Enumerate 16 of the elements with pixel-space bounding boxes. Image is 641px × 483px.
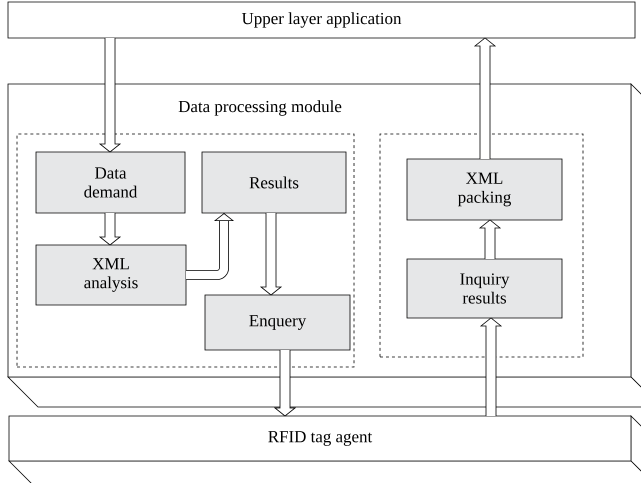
dashed-group (380, 134, 584, 358)
arrow (98, 38, 122, 152)
arrow (260, 212, 282, 296)
process-box: Results (202, 152, 346, 214)
arrow (274, 350, 296, 416)
process-box: Enquery (204, 294, 350, 350)
arrow (474, 37, 496, 160)
layer-box: Upper layer application (8, 2, 636, 38)
process-box: XML analysis (36, 244, 186, 306)
arrow (478, 219, 502, 260)
arrow (98, 212, 122, 246)
process-box: Inquiry results (406, 258, 562, 318)
arrow (480, 317, 502, 416)
process-box: Data demand (36, 152, 186, 214)
process-box: XML packing (406, 158, 562, 220)
dashed-group (16, 134, 354, 368)
